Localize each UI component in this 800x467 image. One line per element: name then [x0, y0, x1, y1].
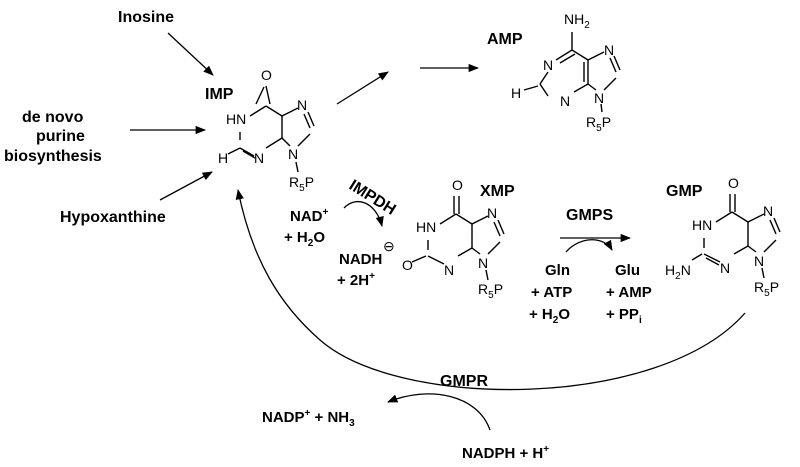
xmp-structure: XMP O HN N O ⊖ N N R5P — [383, 177, 515, 301]
xmp-n3: N — [444, 262, 454, 278]
hypoxanthine-arrow — [159, 171, 213, 201]
amp-n7: N — [604, 42, 614, 58]
amp-byproduct-label: + AMP — [606, 284, 652, 301]
svg-text:R5P: R5P — [289, 174, 314, 194]
amp-n3: N — [560, 93, 570, 109]
hypoxanthine-label: Hypoxanthine — [60, 209, 166, 226]
nad-to-nadh-arrow — [343, 201, 384, 228]
nadph-to-nadp-arrow — [387, 393, 491, 431]
gmp-n3: N — [720, 260, 730, 276]
two-h-label: + 2H+ — [337, 271, 375, 289]
gmp-n9: N — [754, 253, 764, 269]
xmp-n9: N — [478, 255, 488, 271]
imp-to-amp-arrow-1 — [336, 71, 389, 105]
inosine-arrow — [167, 32, 214, 76]
xmp-label: XMP — [480, 183, 515, 200]
gmps-label: GMPS — [566, 207, 613, 224]
gmp-n7: N — [763, 203, 773, 219]
de-novo-label-line1: de novo — [22, 109, 84, 126]
svg-text:NH2: NH2 — [564, 11, 590, 31]
gmp-structure: GMP O HN N H2N N N R5P — [665, 175, 781, 299]
nad-label: NAD+ — [290, 207, 329, 225]
xmp-negative-charge: ⊖ — [383, 238, 395, 254]
svg-text:R5P: R5P — [478, 281, 503, 301]
gln-to-glu-arrow — [565, 239, 613, 253]
amp-n1: N — [543, 57, 553, 73]
inosine-label: Inosine — [118, 9, 174, 26]
h2o-label: + H2O — [284, 229, 325, 249]
gmp-hn: HN — [692, 217, 712, 233]
impdh-label: IMPDH — [346, 177, 399, 219]
imp-hn: HN — [226, 111, 246, 127]
svg-text:R5P: R5P — [586, 114, 611, 134]
de-novo-label-line2: purine — [36, 128, 85, 145]
gmp-to-imp-arc — [235, 188, 746, 391]
amp-h: H — [511, 85, 521, 101]
svg-text:R5P: R5P — [754, 279, 779, 299]
xmp-hn: HN — [416, 219, 436, 235]
xmp-n7: N — [487, 205, 497, 221]
xmp-oxygen: O — [452, 177, 463, 193]
atp-label: + ATP — [531, 284, 572, 301]
xmp-o-minus: O — [402, 257, 413, 273]
imp-n7: N — [297, 97, 307, 113]
amp-structure: AMP NH2 N H N N N R5P — [487, 11, 621, 134]
amp-n9: N — [594, 90, 604, 106]
de-novo-label-line3: biosynthesis — [4, 148, 102, 165]
gmpr-label: GMPR — [440, 373, 488, 390]
ppi-label: + PPi — [606, 306, 642, 326]
gmp-oxygen: O — [728, 175, 739, 191]
gln-label: Gln — [545, 262, 570, 279]
amp-label: AMP — [487, 31, 523, 48]
imp-n3: N — [254, 150, 264, 166]
imp-n9: N — [288, 146, 298, 162]
nadp-label: NADP+ + NH3 — [262, 408, 355, 429]
nadph-label: NADPH + H+ — [462, 444, 549, 462]
imp-h: H — [218, 150, 228, 166]
imp-structure: IMP O HN N H N N R5P — [205, 67, 315, 194]
nadh-label: NADH — [339, 251, 382, 268]
gmp-label: GMP — [666, 183, 703, 200]
imp-oxygen: O — [261, 67, 272, 83]
h2o2-label: + H2O — [529, 306, 570, 326]
imp-label: IMP — [205, 86, 234, 103]
glu-label: Glu — [615, 262, 640, 279]
svg-text:H2N: H2N — [665, 262, 691, 282]
